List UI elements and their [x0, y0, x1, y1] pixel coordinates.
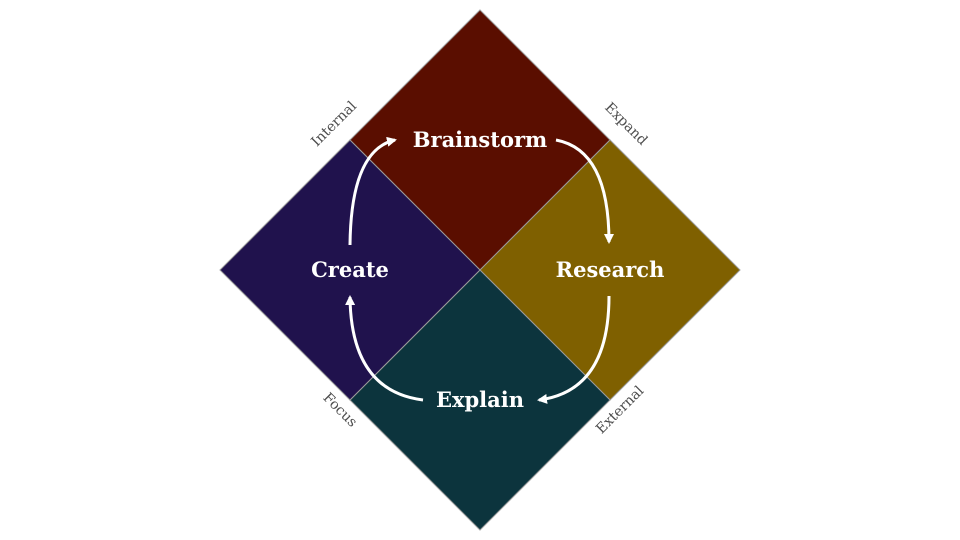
research-label: Research — [556, 257, 665, 282]
brainstorm-label: Brainstorm — [413, 127, 547, 152]
arrow-create-to-brainstorm — [348, 136, 397, 246]
create-label: Create — [311, 257, 389, 282]
arrow-brainstorm-to-research — [555, 138, 614, 244]
arrow-explain-to-create — [345, 295, 424, 402]
create-quadrant — [219, 139, 481, 401]
explain-label: Explain — [436, 387, 524, 412]
arrow-research-to-explain — [537, 295, 611, 404]
